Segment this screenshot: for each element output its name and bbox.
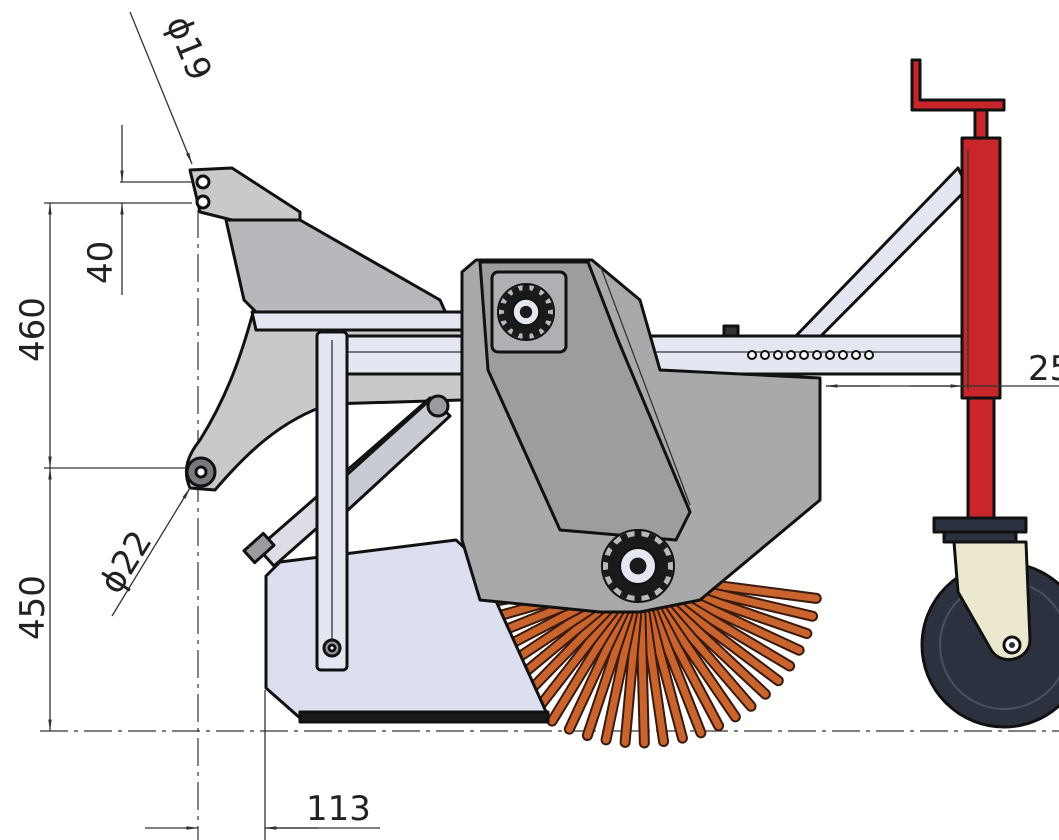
bristle (621, 611, 641, 746)
diagonal-strut (790, 166, 970, 347)
bristle (661, 602, 755, 710)
dim-upper-offset: 40 (81, 241, 121, 284)
bristle (637, 611, 648, 747)
bristle (548, 606, 624, 725)
bristle (583, 609, 632, 739)
dim-pin-bottom: ϕ22 (92, 524, 161, 601)
jack-inner-tube (966, 396, 996, 524)
jack-screw (973, 108, 989, 140)
bottom-pin-center (194, 465, 208, 479)
top-pin-hole-1 (195, 174, 211, 190)
mounting-frame (184, 166, 464, 492)
jack-handle (910, 58, 1006, 112)
dim-right-offset: 25 (1028, 349, 1059, 389)
dim-upper-height: 460 (13, 297, 53, 362)
tube-bolt (722, 324, 740, 338)
caster-plate (932, 516, 1028, 534)
frame-side-plate (224, 218, 450, 320)
bristle (650, 609, 705, 737)
bristle (657, 605, 739, 721)
bristle (646, 610, 686, 742)
bristle (667, 596, 782, 685)
top-pin-hole-2 (195, 194, 211, 210)
sprocket-center (629, 557, 647, 575)
bristle (672, 589, 803, 654)
frame-upper-bar (250, 310, 464, 332)
jack-stand (910, 58, 1028, 544)
dim-front-offset: 113 (306, 789, 371, 829)
cylinder-end (242, 531, 276, 565)
sprocket-center (519, 305, 533, 319)
upper-sprocket (497, 283, 555, 341)
bristle (602, 610, 636, 744)
blade-edge (298, 710, 550, 724)
bristle (565, 608, 628, 733)
bristle (517, 601, 617, 704)
bristle (641, 611, 668, 746)
adjust-holes (747, 350, 874, 360)
wheel-fork (952, 540, 1032, 661)
lower-sprocket (601, 529, 675, 603)
bristle (664, 599, 769, 698)
dimensioning (44, 11, 1059, 830)
dim-lower-height: 450 (13, 575, 53, 640)
dim-pin-top: ϕ19 (158, 10, 220, 86)
bristle (532, 603, 621, 715)
bristle (654, 607, 723, 730)
caster-wheel (920, 540, 1059, 729)
bristle (670, 593, 794, 670)
